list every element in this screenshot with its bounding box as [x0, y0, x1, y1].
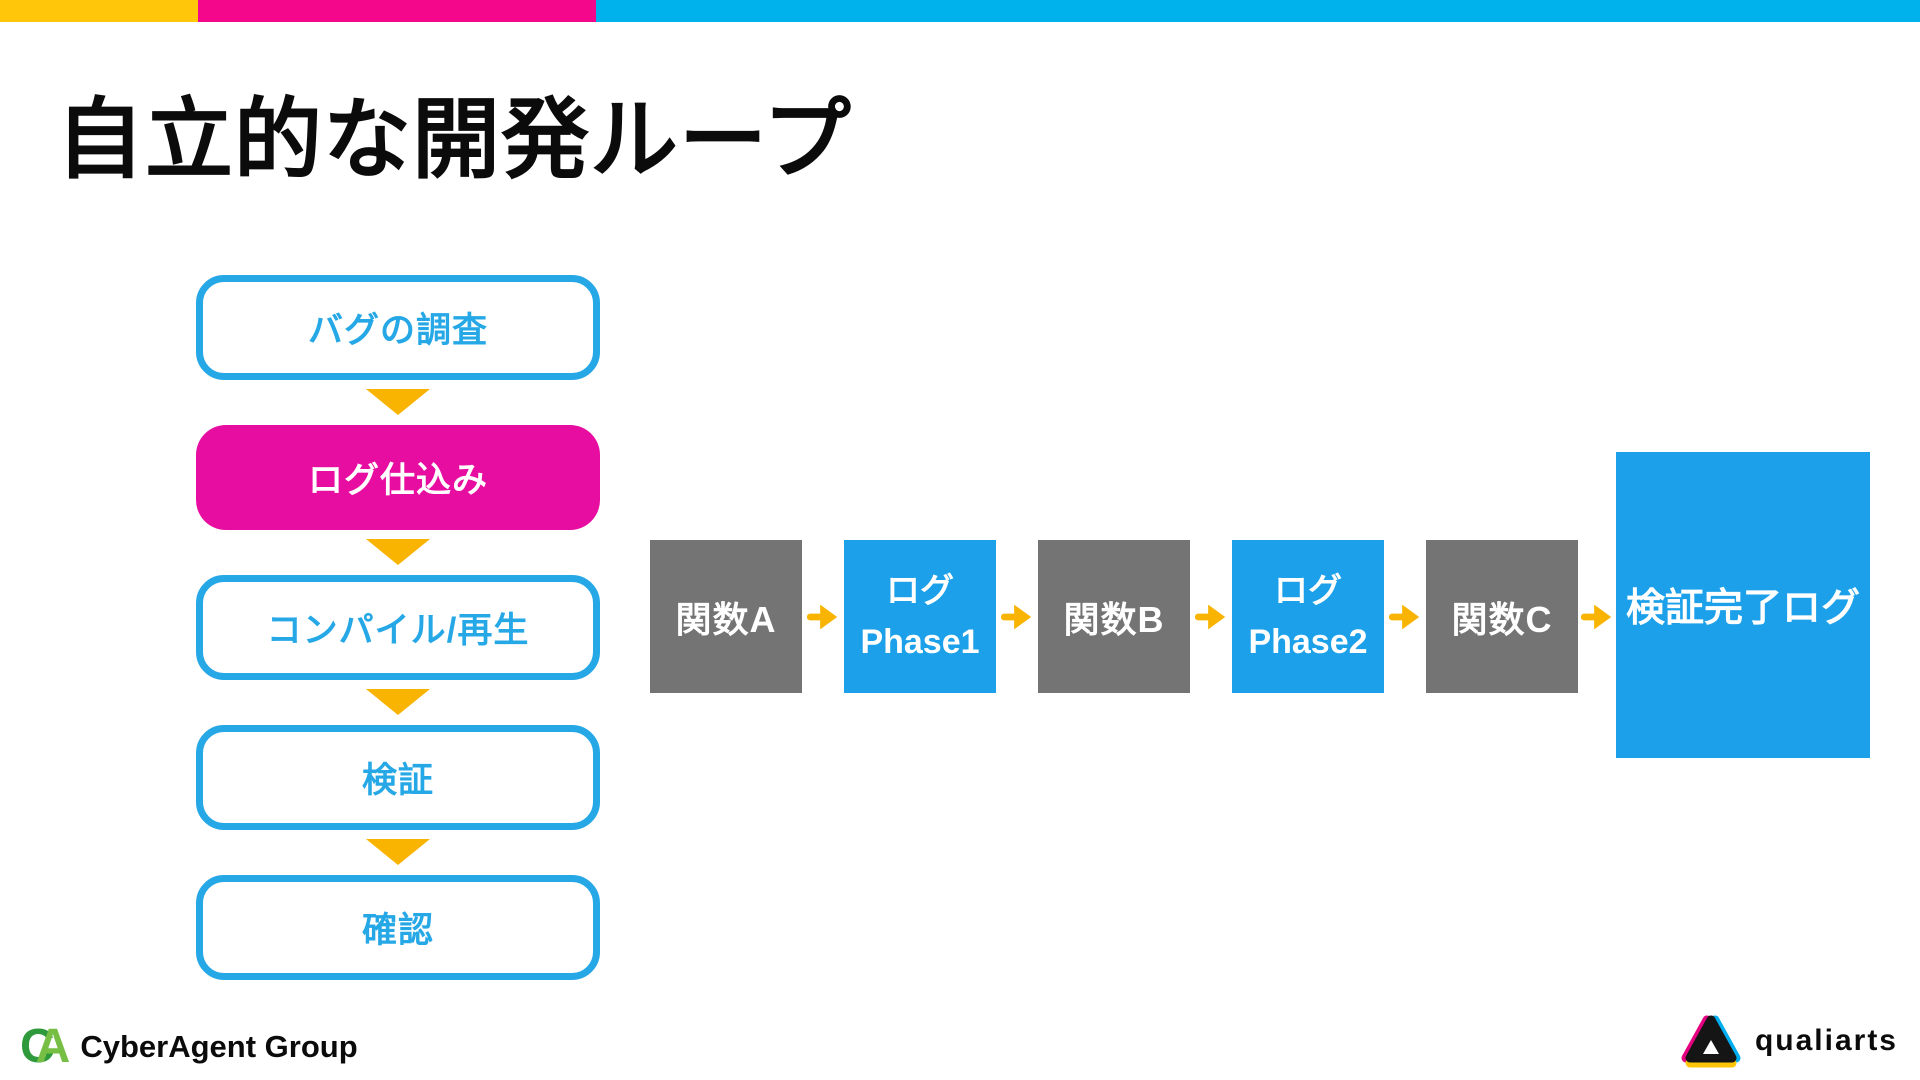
top-bar-cyan-segment	[596, 0, 1920, 22]
ca-mark-c: C	[20, 1020, 55, 1073]
pipeline-arrow-right-icon	[1190, 600, 1232, 634]
ca-mark-a: A	[35, 1020, 71, 1073]
flow-step-label: バグの調査	[307, 311, 488, 350]
flow-arrow-down-icon	[366, 389, 430, 415]
pipeline-node-label: 関数B	[1063, 598, 1165, 640]
flow-step-bug-investigation: バグの調査	[196, 275, 600, 380]
pipeline-node-label: 関数A	[675, 598, 777, 640]
flow-arrow-down-icon	[366, 689, 430, 715]
dev-loop-flowchart: バグの調査 ログ仕込み コンパイル/再生 検証 確認	[196, 275, 600, 980]
pipeline-arrow-right-icon	[1384, 600, 1426, 634]
pipeline-node-function-a: 関数A	[650, 540, 802, 693]
pipeline-node-label: Phase1	[860, 622, 980, 661]
cyberagent-logo-text: CyberAgent Group	[80, 1029, 358, 1064]
qualiarts-logo: qualiarts	[1681, 1010, 1898, 1072]
pipeline-arrow-right-icon	[1578, 600, 1616, 634]
flow-step-label: コンパイル/再生	[266, 611, 530, 650]
flow-step-verification: 検証	[196, 725, 600, 830]
qualiarts-logo-text: qualiarts	[1754, 1024, 1898, 1057]
pipeline-node-label: 検証完了ログ	[1625, 587, 1860, 630]
flow-step-label: ログ仕込み	[307, 461, 488, 500]
pipeline-node-log-phase2: ログ Phase2	[1232, 540, 1384, 693]
pipeline-node-function-c: 関数C	[1426, 540, 1578, 693]
flow-step-confirmation: 確認	[196, 875, 600, 980]
flow-step-label: 確認	[361, 911, 434, 950]
pipeline-node-function-b: 関数B	[1038, 540, 1190, 693]
qualiarts-triangle-icon	[1681, 1015, 1741, 1068]
flow-step-label: 検証	[361, 761, 434, 800]
pipeline-node-log-phase1: ログ Phase1	[844, 540, 996, 693]
page-title: 自立的な開発ループ	[56, 90, 852, 189]
top-bar-yellow-segment	[0, 0, 198, 22]
flow-arrow-down-icon	[366, 539, 430, 565]
flow-step-compile-replay: コンパイル/再生	[196, 575, 600, 680]
flow-step-log-insertion: ログ仕込み	[196, 425, 600, 530]
pipeline-node-label: 関数C	[1451, 598, 1553, 640]
pipeline-node-label: ログ	[1274, 571, 1342, 610]
top-bar-magenta-segment	[198, 0, 596, 22]
pipeline-arrow-right-icon	[802, 600, 844, 634]
pipeline-arrow-right-icon	[996, 600, 1038, 634]
flow-arrow-down-icon	[366, 839, 430, 865]
pipeline-node-verification-complete-log: 検証完了ログ	[1616, 452, 1870, 758]
top-accent-bar	[0, 0, 1920, 22]
pipeline-node-label: Phase2	[1248, 622, 1368, 661]
pipeline-node-label: ログ	[886, 571, 954, 610]
log-pipeline: 関数A ログ Phase1 関数B ログ Phase2 関数C	[650, 540, 1616, 693]
